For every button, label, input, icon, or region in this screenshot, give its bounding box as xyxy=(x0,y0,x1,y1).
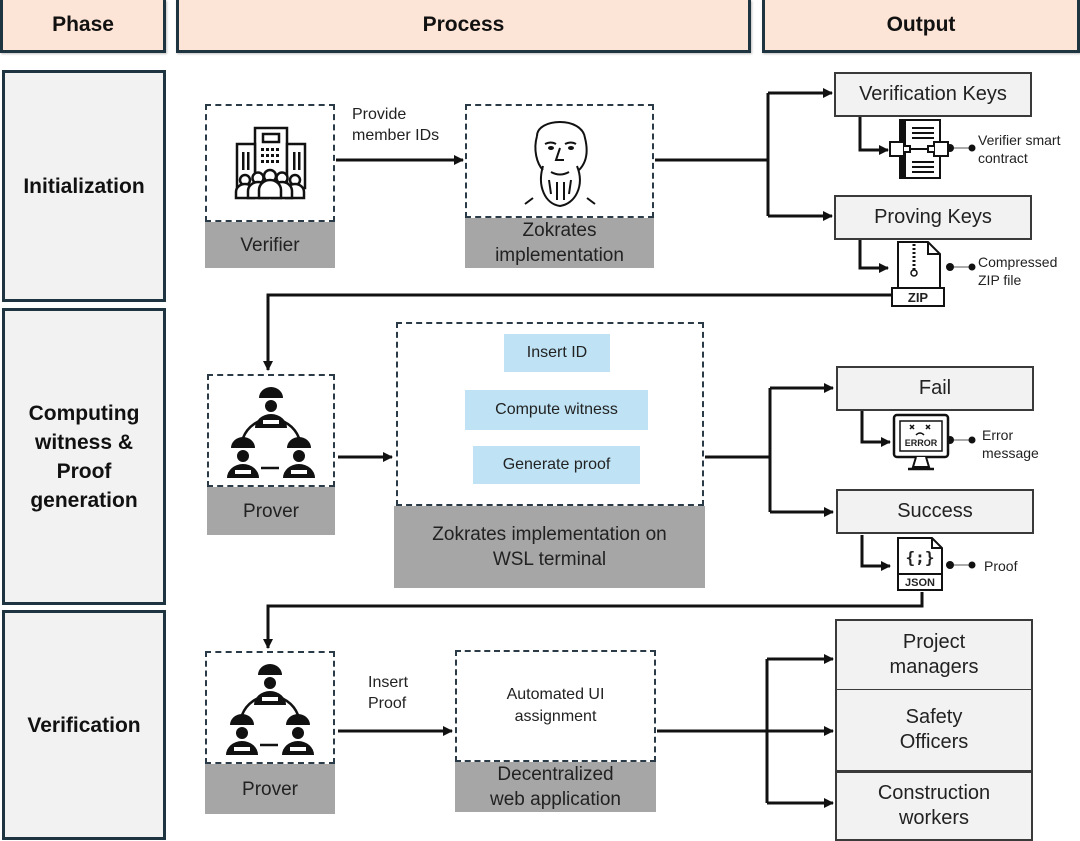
json-file-icon: {;} JSON xyxy=(894,536,950,592)
zokrates-caption: Zokrates implementation xyxy=(465,218,654,268)
header-phase: Phase xyxy=(0,0,166,53)
phase-initialization: Initialization xyxy=(2,70,166,302)
role-project-managers: Project managers xyxy=(835,619,1033,691)
step-insert-id: Insert ID xyxy=(504,334,610,372)
step-generate-proof: Generate proof xyxy=(473,446,640,484)
role-safety-officers: Safety Officers xyxy=(835,690,1033,772)
header-phase-text: Phase xyxy=(52,13,114,36)
arrow-to-zip xyxy=(858,239,889,273)
arrow-json-to-prover xyxy=(263,592,924,649)
proof-label: Proof xyxy=(984,558,1018,574)
zip-icon-text: ZIP xyxy=(907,289,929,305)
header-process-text: Process xyxy=(422,13,505,36)
verifier-caption: Verifier xyxy=(205,222,335,268)
fail-box: Fail xyxy=(836,366,1034,411)
header-output: Output xyxy=(762,0,1080,53)
automated-ui-box: Automated UI assignment xyxy=(455,650,656,762)
compressed-zip-label: Compressed ZIP file xyxy=(978,254,1058,288)
prover-box-computing xyxy=(207,374,335,487)
arrow-to-smart-contract xyxy=(858,117,889,155)
provide-member-ids-label: Provide member IDs xyxy=(352,106,440,144)
verifier-box xyxy=(205,104,335,222)
error-monitor-icon: ERROR xyxy=(892,413,950,475)
role-construction-workers: Construction workers xyxy=(835,771,1033,841)
verifier-smart-contract-label: Verifier smart contract xyxy=(978,132,1061,166)
arrow-to-json xyxy=(860,535,891,571)
zokrates-box xyxy=(465,104,654,218)
arrow-to-error xyxy=(860,411,891,447)
step-compute-witness: Compute witness xyxy=(465,390,648,430)
organization-building-icon xyxy=(234,126,307,200)
phase-verification: Verification xyxy=(2,610,166,840)
socrates-portrait-icon xyxy=(524,121,596,208)
header-output-text: Output xyxy=(886,13,956,36)
workers-team-icon xyxy=(227,387,315,478)
insert-proof-label: Insert Proof xyxy=(368,674,409,712)
verification-keys-box: Verification Keys xyxy=(834,72,1032,117)
success-box: Success xyxy=(836,489,1034,534)
prover-box-verification xyxy=(205,651,335,764)
smart-contract-icon xyxy=(888,118,950,180)
json-icon-glyph: {;} xyxy=(905,547,935,567)
prover-caption-verification: Prover xyxy=(205,764,335,814)
phase-computing-witness: Computing witness & Proof generation xyxy=(2,308,166,605)
prover-caption-computing: Prover xyxy=(207,487,335,535)
zip-file-icon: ZIP xyxy=(890,240,950,310)
error-icon-text: ERROR xyxy=(904,438,938,448)
decentralized-app-caption: Decentralized web application xyxy=(455,762,656,812)
error-message-label: Error message xyxy=(982,427,1039,461)
workers-team-icon xyxy=(226,664,314,755)
json-icon-text: JSON xyxy=(905,576,935,589)
proving-keys-box: Proving Keys xyxy=(834,195,1032,240)
header-process: Process xyxy=(176,0,751,53)
zokrates-wsl-caption: Zokrates implementation on WSL terminal xyxy=(394,506,705,588)
